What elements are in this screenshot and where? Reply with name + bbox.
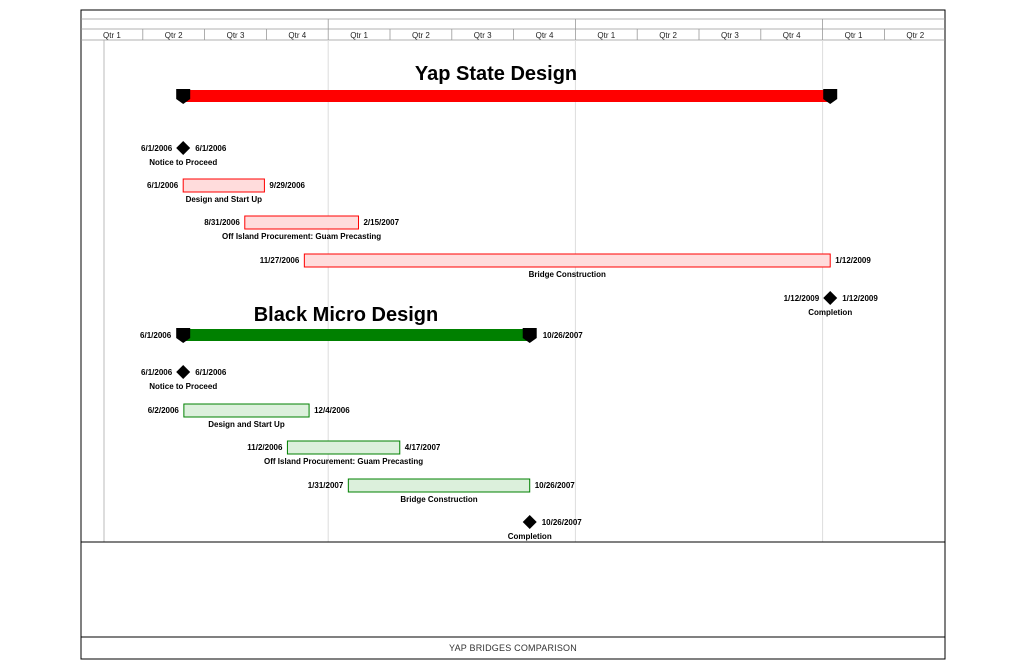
milestone-start-label: 6/1/2006 bbox=[141, 368, 173, 377]
summary-cap bbox=[522, 328, 537, 343]
quarter-label: Qtr 4 bbox=[783, 31, 801, 40]
task-bar bbox=[182, 178, 265, 193]
quarter-label: Qtr 2 bbox=[412, 31, 430, 40]
project-title: Yap State Design bbox=[415, 63, 577, 85]
project-group: Black Micro Design 6/1/2006 10/26/2007 6/1/… bbox=[140, 304, 583, 541]
year-dividers bbox=[327, 19, 824, 542]
footer-title: YAP BRIDGES COMPARISON bbox=[449, 643, 577, 653]
task-name: Design and Start Up bbox=[186, 195, 263, 204]
task-end-label: 1/12/2009 bbox=[835, 256, 871, 265]
project-title: Black Micro Design bbox=[254, 304, 439, 326]
task-name: Completion bbox=[808, 308, 852, 317]
milestone-start-label: 6/1/2006 bbox=[141, 144, 173, 153]
task-name: Design and Start Up bbox=[208, 420, 285, 429]
task-bar bbox=[286, 440, 401, 455]
quarter-label: Qtr 2 bbox=[165, 31, 183, 40]
summary-end-label: 10/26/2007 bbox=[543, 331, 584, 340]
quarter-label: Qtr 1 bbox=[597, 31, 615, 40]
task-end-label: 10/26/2007 bbox=[535, 481, 576, 490]
milestone-end-label: 10/26/2007 bbox=[542, 518, 583, 527]
quarter-label: Qtr 4 bbox=[288, 31, 306, 40]
summary-cap bbox=[176, 89, 191, 104]
task-bar bbox=[303, 253, 831, 268]
task-bar bbox=[244, 215, 359, 230]
timescale-header bbox=[81, 18, 945, 41]
task-name: Bridge Construction bbox=[400, 495, 477, 504]
task-end-label: 12/4/2006 bbox=[314, 406, 350, 415]
milestone-start-label: 1/12/2009 bbox=[784, 294, 820, 303]
quarter-label: Qtr 4 bbox=[536, 31, 554, 40]
task-bar bbox=[183, 403, 310, 418]
milestone-end-label: 1/12/2009 bbox=[842, 294, 878, 303]
task-name: Off Island Procurement: Guam Precasting bbox=[264, 457, 423, 466]
quarter-label: Qtr 1 bbox=[845, 31, 863, 40]
milestone-end-label: 6/1/2006 bbox=[195, 368, 227, 377]
milestone-marker bbox=[176, 141, 191, 155]
task-name: Completion bbox=[508, 532, 552, 541]
quarter-label: Qtr 3 bbox=[721, 31, 739, 40]
task-name: Notice to Proceed bbox=[149, 158, 217, 167]
summary-bar bbox=[183, 329, 530, 341]
summary-cap bbox=[823, 89, 838, 104]
task-start-label: 8/31/2006 bbox=[204, 218, 240, 227]
task-start-label: 1/31/2007 bbox=[308, 481, 344, 490]
task-name: Notice to Proceed bbox=[149, 382, 217, 391]
task-end-label: 9/29/2006 bbox=[269, 181, 305, 190]
task-end-label: 2/15/2007 bbox=[363, 218, 399, 227]
milestone-marker bbox=[823, 291, 838, 305]
summary-start-label: 6/1/2006 bbox=[140, 331, 172, 340]
quarter-label: Qtr 1 bbox=[103, 31, 121, 40]
quarter-label: Qtr 3 bbox=[474, 31, 492, 40]
summary-cap bbox=[176, 328, 191, 343]
task-start-label: 6/2/2006 bbox=[148, 406, 180, 415]
quarter-label: Qtr 1 bbox=[350, 31, 368, 40]
quarter-label: Qtr 3 bbox=[227, 31, 245, 40]
task-name: Off Island Procurement: Guam Precasting bbox=[222, 232, 381, 241]
quarter-label: Qtr 2 bbox=[659, 31, 677, 40]
summary-bar bbox=[183, 90, 831, 102]
task-start-label: 11/27/2006 bbox=[260, 256, 300, 265]
task-start-label: 6/1/2006 bbox=[147, 181, 179, 190]
milestone-marker bbox=[522, 515, 537, 529]
task-start-label: 11/2/2006 bbox=[247, 443, 283, 452]
task-end-label: 4/17/2007 bbox=[405, 443, 441, 452]
milestone-marker bbox=[176, 365, 191, 379]
task-name: Bridge Construction bbox=[529, 270, 606, 279]
quarter-labels: Qtr 1 Qtr 2 Qtr 3 Qtr 4 Qtr 1 Qtr 2 Qtr 3 Qtr 4… bbox=[103, 29, 925, 40]
quarter-label: Qtr 2 bbox=[906, 31, 924, 40]
task-bar bbox=[347, 478, 531, 493]
milestone-end-label: 6/1/2006 bbox=[195, 144, 227, 153]
